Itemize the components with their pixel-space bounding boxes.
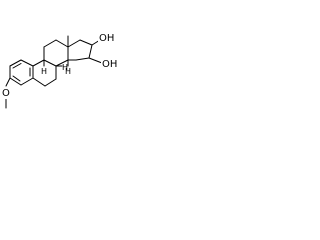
hydroxyl-bond-lower (88, 57, 103, 64)
ring-d (67, 39, 93, 61)
molecule-diagram: OH OH O H H H (1, 31, 119, 109)
methoxy-group (5, 77, 11, 109)
ring-a (9, 59, 34, 86)
ring-b (32, 59, 57, 87)
methoxy-oxygen-label: O (2, 88, 10, 99)
hydroxyl-label-lower: OH (102, 59, 117, 70)
hydrogen-label-c8: H (62, 63, 68, 72)
ring-c (43, 39, 69, 67)
hydrogen-label-c14: H (65, 67, 71, 76)
hydrogen-label-c9: H (41, 67, 47, 76)
hydroxyl-label-upper: OH (99, 33, 114, 44)
